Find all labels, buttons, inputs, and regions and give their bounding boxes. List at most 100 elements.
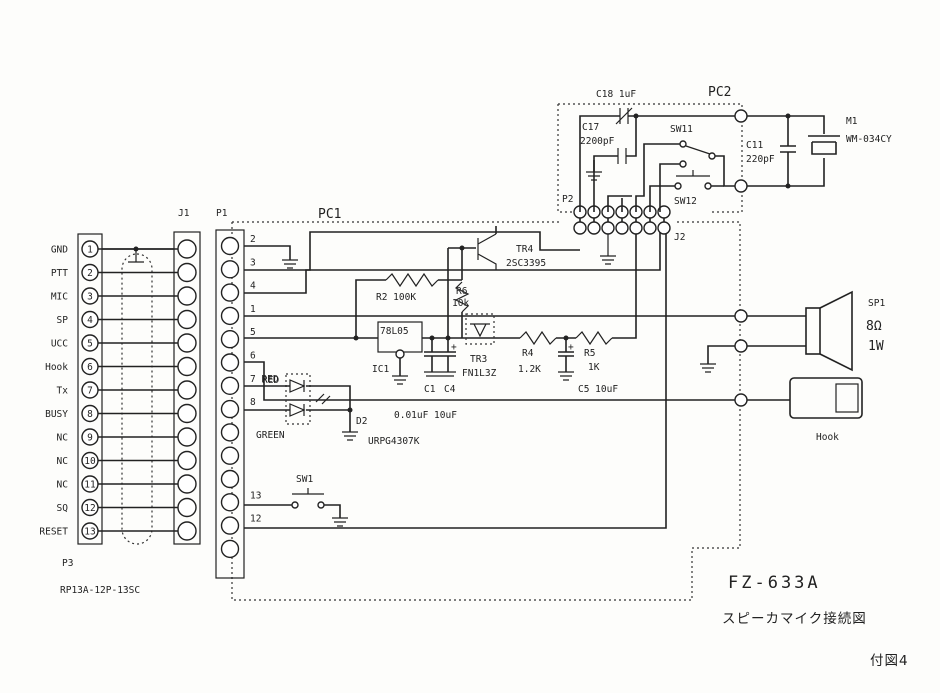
p1-pin bbox=[220, 516, 240, 535]
p1-pin bbox=[220, 469, 240, 489]
p3-pin-label: BUSY bbox=[45, 409, 68, 420]
sw-wire bbox=[607, 195, 632, 212]
speaker-terminal bbox=[734, 339, 748, 353]
p2-pin-group bbox=[573, 205, 671, 265]
p3-pin-label: SQ bbox=[57, 503, 69, 514]
c11-capacitor bbox=[780, 116, 796, 186]
sw1-actuator bbox=[292, 488, 324, 495]
sw11-contact bbox=[679, 160, 687, 168]
p1-pin bbox=[220, 539, 240, 559]
tr3-name: TR3 bbox=[470, 354, 487, 365]
led-emission-arrows bbox=[315, 393, 331, 405]
p3-pin-number: 10 bbox=[84, 456, 96, 467]
tr4-transistor bbox=[477, 233, 497, 270]
c5-plus: + bbox=[568, 342, 574, 353]
hook-terminal bbox=[734, 393, 748, 407]
sw12-contact bbox=[704, 182, 712, 190]
d2-outline bbox=[285, 373, 311, 425]
p1-pin bbox=[220, 306, 240, 326]
p1-pin bbox=[220, 283, 240, 302]
mic-terminal bbox=[734, 109, 748, 123]
diagram-title: スピーカマイク接続図 bbox=[722, 610, 867, 627]
p3-pin-number: 6 bbox=[87, 362, 93, 373]
p1-pin-label: 5 bbox=[250, 327, 256, 338]
p3-pin-label: NC bbox=[57, 456, 68, 467]
ground-symbol bbox=[332, 517, 348, 527]
p3-pin-label: PTT bbox=[51, 268, 68, 279]
j1-pin bbox=[177, 333, 197, 353]
r5-name: R5 bbox=[584, 348, 595, 359]
p1-pin-label: 4 bbox=[250, 281, 256, 292]
d2-part: URPG4307K bbox=[368, 436, 420, 447]
r5-output-wire bbox=[612, 228, 637, 339]
junction-dot bbox=[353, 335, 359, 341]
p1-pin bbox=[220, 423, 240, 442]
p1-pin bbox=[220, 376, 240, 395]
c17-wire bbox=[593, 116, 637, 212]
j2-pin bbox=[587, 221, 601, 235]
p3-pin-number: 7 bbox=[87, 386, 93, 397]
j1-pin bbox=[177, 427, 197, 447]
j2-pin bbox=[601, 221, 615, 235]
tr4-part: 2SC3395 bbox=[506, 258, 546, 269]
sw12-contact bbox=[674, 182, 682, 190]
led-green-label: GREEN bbox=[256, 430, 285, 441]
r4-name: R4 bbox=[522, 348, 534, 359]
p1-pin3-wire bbox=[244, 231, 580, 271]
j1-pin bbox=[177, 356, 197, 377]
ground-symbol bbox=[600, 234, 616, 265]
led-red-label: RED bbox=[262, 375, 279, 386]
sw11-lever bbox=[685, 145, 711, 155]
m1-name: M1 bbox=[846, 116, 858, 127]
j1-pin bbox=[177, 450, 197, 471]
j2-pin bbox=[657, 221, 671, 235]
pc2-label: PC2 bbox=[708, 85, 731, 100]
p1-pin bbox=[220, 353, 240, 372]
p3-pin-number: 5 bbox=[87, 339, 93, 350]
model-title: FZ-633A bbox=[728, 573, 821, 593]
sw11-wire bbox=[635, 143, 680, 212]
ground-symbol bbox=[392, 375, 408, 385]
p1-pin bbox=[220, 399, 240, 419]
c11-value: 220pF bbox=[746, 154, 775, 165]
j2-pin bbox=[629, 221, 643, 235]
p3-pin-number: 12 bbox=[84, 503, 95, 514]
r5-resistor bbox=[575, 330, 613, 346]
p1-pin bbox=[220, 493, 240, 512]
j1-pin bbox=[177, 497, 197, 518]
hook-switch-slot bbox=[835, 383, 859, 413]
p1-pin5-wire bbox=[244, 279, 386, 339]
ground-symbol bbox=[700, 363, 716, 373]
c5-label: C5 10uF bbox=[578, 384, 618, 395]
d2-name: D2 bbox=[356, 416, 367, 427]
p1-pin4-wire bbox=[244, 228, 661, 294]
m1-part: WM-034CY bbox=[846, 134, 892, 145]
j1-pin bbox=[177, 380, 197, 400]
p3-name: P3 bbox=[62, 558, 73, 569]
c4-capacitor bbox=[440, 338, 456, 372]
tr3-transistor bbox=[470, 323, 490, 338]
p3-pin-number: 13 bbox=[84, 527, 95, 538]
figure-number: 付図4 bbox=[870, 653, 909, 669]
p2-name: P2 bbox=[562, 194, 573, 205]
p3-pin-number: 11 bbox=[84, 480, 96, 491]
r5-value: 1K bbox=[588, 362, 600, 373]
r6-value: 10k bbox=[452, 298, 469, 309]
cable-shield bbox=[121, 253, 153, 545]
p3-pin-number: 8 bbox=[87, 409, 93, 420]
led-green-diode bbox=[289, 403, 306, 417]
c1-label: C1 bbox=[424, 384, 436, 395]
pc1-label: PC1 bbox=[318, 207, 341, 222]
speaker-ground-wire bbox=[707, 345, 735, 364]
j2-pin bbox=[573, 221, 587, 235]
p3-pin-number: 1 bbox=[87, 245, 93, 256]
p3-pin-number: 2 bbox=[87, 268, 93, 279]
j1-pin bbox=[177, 403, 197, 424]
p1-pin6-wire bbox=[244, 361, 738, 401]
p1-pin-label: 8 bbox=[250, 397, 256, 408]
p1-pin-label: 3 bbox=[250, 257, 256, 268]
ic1-part: 78L05 bbox=[380, 326, 409, 337]
shield-ground bbox=[128, 249, 144, 263]
ground-symbol bbox=[424, 371, 456, 377]
r2-resistor bbox=[385, 272, 439, 288]
